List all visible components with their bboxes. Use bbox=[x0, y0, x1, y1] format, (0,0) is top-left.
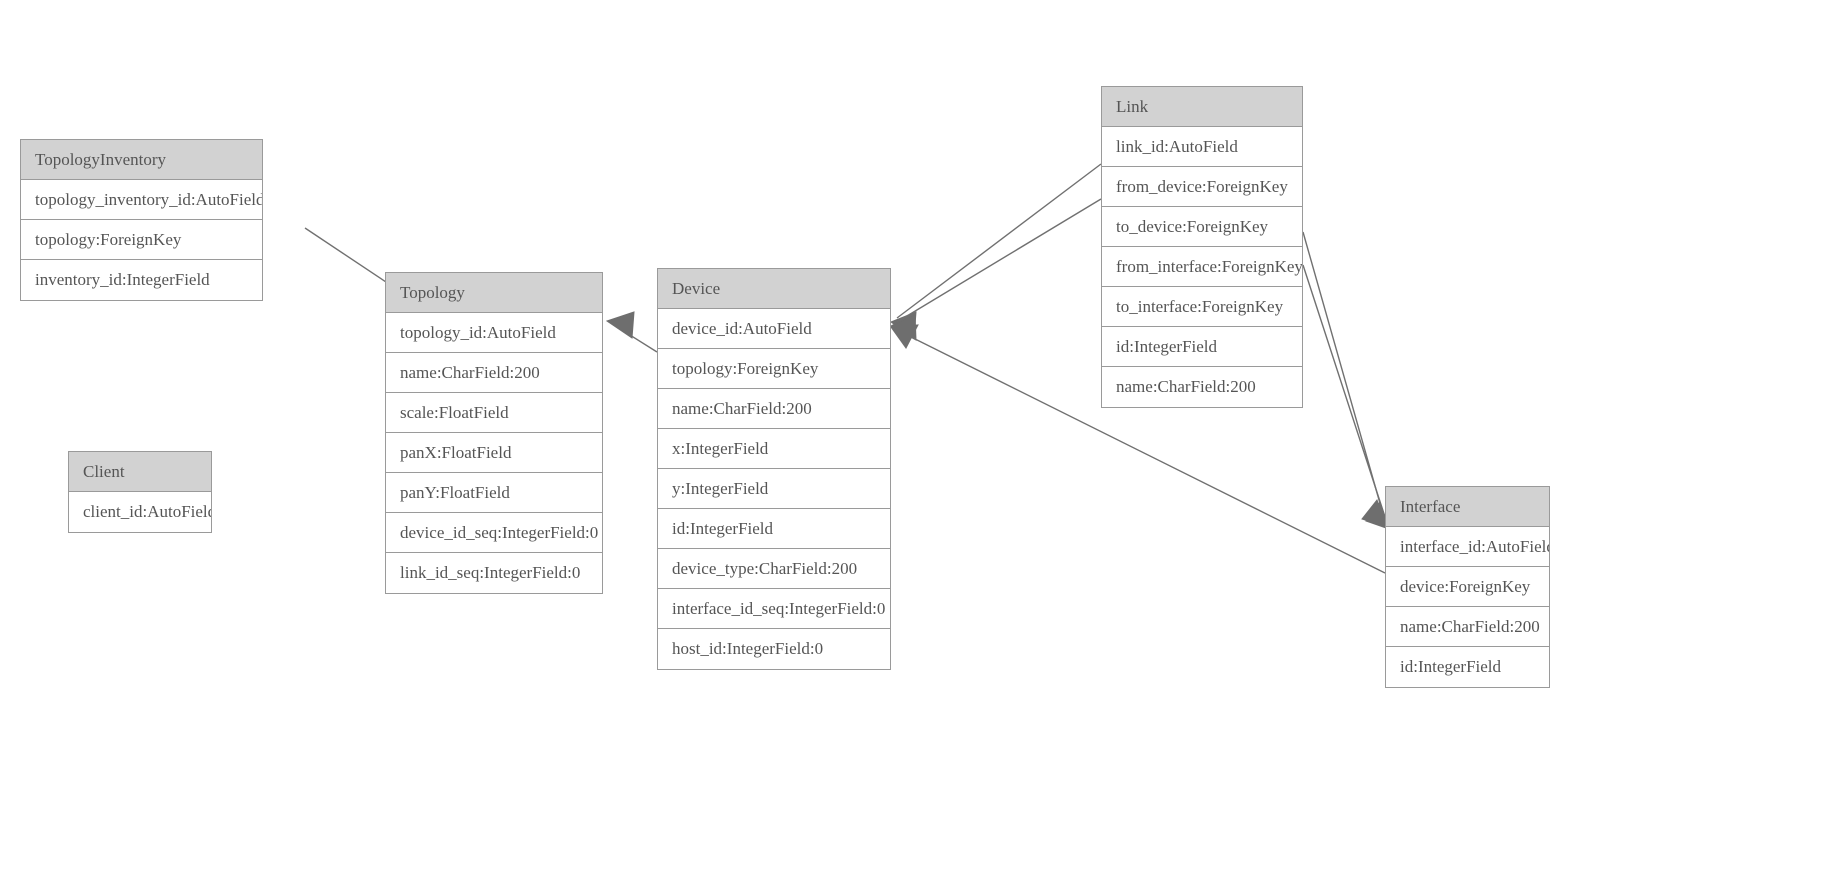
entity-fields-client: client_id:AutoField bbox=[69, 492, 211, 532]
relationship-line bbox=[896, 198, 1102, 323]
field-row[interactable]: host_id:IntegerField:0 bbox=[658, 629, 890, 669]
relationship-arrowhead bbox=[890, 324, 919, 349]
field-row[interactable]: from_device:ForeignKey bbox=[1102, 167, 1302, 207]
entity-title-link: Link bbox=[1102, 87, 1302, 127]
field-row[interactable]: panY:FloatField bbox=[386, 473, 602, 513]
entity-title-topology: Topology bbox=[386, 273, 602, 313]
field-row[interactable]: to_device:ForeignKey bbox=[1102, 207, 1302, 247]
field-row[interactable]: device_id_seq:IntegerField:0 bbox=[386, 513, 602, 553]
field-row[interactable]: device_id:AutoField bbox=[658, 309, 890, 349]
field-row[interactable]: topology_id:AutoField bbox=[386, 313, 602, 353]
field-row[interactable]: id:IntegerField bbox=[658, 509, 890, 549]
relationship-link-to-device bbox=[889, 198, 1102, 341]
entity-title-device: Device bbox=[658, 269, 890, 309]
entity-title-interface: Interface bbox=[1386, 487, 1549, 527]
relationship-line bbox=[896, 163, 1102, 319]
field-row[interactable]: link_id_seq:IntegerField:0 bbox=[386, 553, 602, 593]
field-row[interactable]: y:IntegerField bbox=[658, 469, 890, 509]
field-row[interactable]: from_interface:ForeignKey bbox=[1102, 247, 1302, 287]
relationship-arrowhead bbox=[889, 311, 917, 339]
relationship-link-from-interface bbox=[1302, 231, 1388, 528]
field-row[interactable]: id:IntegerField bbox=[1102, 327, 1302, 367]
field-row[interactable]: topology:ForeignKey bbox=[21, 220, 262, 260]
field-row[interactable]: inventory_id:IntegerField bbox=[21, 260, 262, 300]
field-row[interactable]: topology_inventory_id:AutoField bbox=[21, 180, 262, 220]
field-row[interactable]: name:CharField:200 bbox=[658, 389, 890, 429]
field-row[interactable]: name:CharField:200 bbox=[1102, 367, 1302, 407]
relationship-line bbox=[613, 324, 658, 353]
field-row[interactable]: to_interface:ForeignKey bbox=[1102, 287, 1302, 327]
field-row[interactable]: panX:FloatField bbox=[386, 433, 602, 473]
entity-title-client: Client bbox=[69, 452, 211, 492]
field-row[interactable]: interface_id_seq:IntegerField:0 bbox=[658, 589, 890, 629]
relationship-line bbox=[1302, 231, 1386, 522]
relationship-link-to-interface bbox=[1302, 264, 1390, 530]
field-row[interactable]: device:ForeignKey bbox=[1386, 567, 1549, 607]
field-row[interactable]: link_id:AutoField bbox=[1102, 127, 1302, 167]
field-row[interactable]: id:IntegerField bbox=[1386, 647, 1549, 687]
field-row[interactable]: interface_id:AutoField bbox=[1386, 527, 1549, 567]
relationship-link-from-device bbox=[889, 163, 1102, 339]
field-row[interactable]: scale:FloatField bbox=[386, 393, 602, 433]
relationship-arrowhead bbox=[889, 313, 917, 341]
relationship-arrowhead bbox=[1361, 498, 1388, 528]
entity-title-topology_inventory: TopologyInventory bbox=[21, 140, 262, 180]
field-row[interactable]: device_type:CharField:200 bbox=[658, 549, 890, 589]
field-row[interactable]: name:CharField:200 bbox=[1386, 607, 1549, 647]
field-row[interactable]: client_id:AutoField bbox=[69, 492, 211, 532]
field-row[interactable]: topology:ForeignKey bbox=[658, 349, 890, 389]
relationship-arrowhead bbox=[605, 311, 635, 339]
relationship-line bbox=[1302, 264, 1388, 524]
relationship-device-topology bbox=[605, 311, 658, 353]
field-row[interactable]: name:CharField:200 bbox=[386, 353, 602, 393]
field-row[interactable]: x:IntegerField bbox=[658, 429, 890, 469]
